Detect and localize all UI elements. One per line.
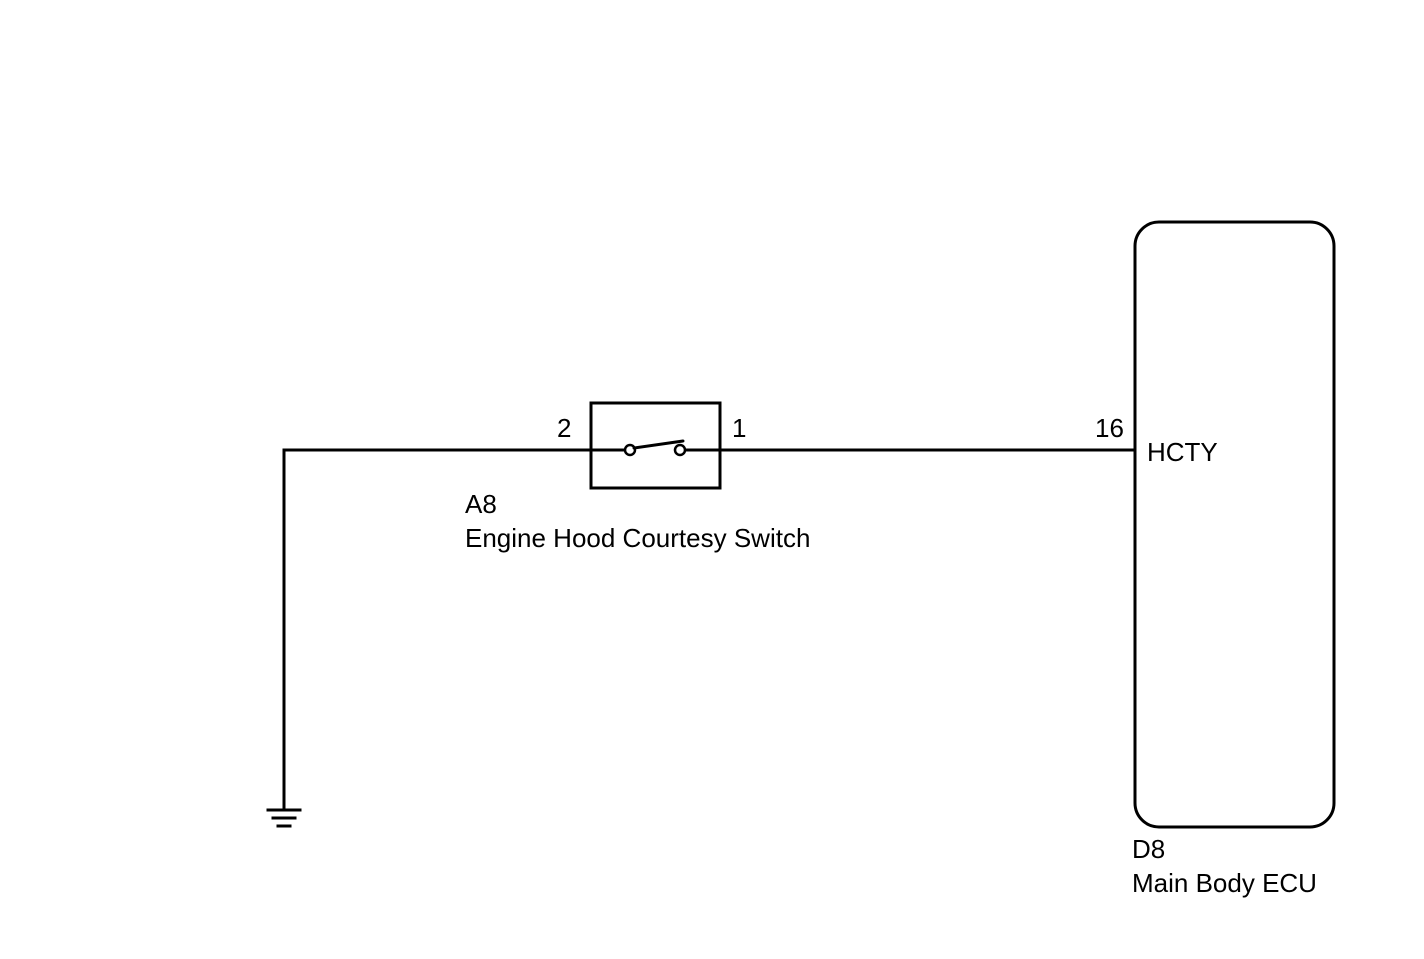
ecu-pin-number-label: 16	[1095, 413, 1124, 443]
switch-blade	[632, 439, 685, 450]
switch-contact-right	[673, 443, 687, 457]
ground-icon	[266, 808, 302, 828]
switch-contact-left	[623, 443, 637, 457]
switch-pin-left-label: 2	[557, 413, 571, 443]
main-body-ecu-box	[1133, 220, 1336, 829]
ecu-code-label: D8	[1132, 834, 1165, 864]
switch-name-label: Engine Hood Courtesy Switch	[465, 523, 810, 553]
ecu-terminal-label: HCTY	[1147, 437, 1218, 467]
switch-pin-right-label: 1	[732, 413, 746, 443]
switch-box	[589, 401, 722, 490]
engine-hood-courtesy-switch	[589, 401, 722, 490]
ecu-name-label: Main Body ECU	[1132, 868, 1317, 898]
switch-code-label: A8	[465, 489, 497, 519]
